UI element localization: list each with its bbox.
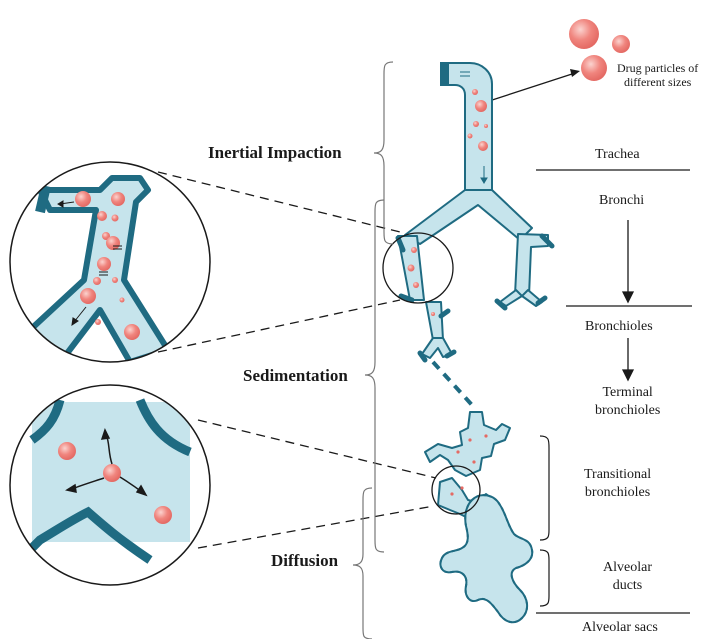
- label-inertial-impaction: Inertial Impaction: [208, 143, 342, 163]
- region-arrows: [623, 220, 633, 380]
- label-sedimentation: Sedimentation: [243, 366, 348, 386]
- airway-tree: [398, 62, 548, 358]
- drug-arrow: [486, 69, 580, 102]
- brace-sedimentation: [365, 200, 384, 552]
- brace-transitional: [540, 436, 549, 540]
- brace-alveolar-ducts: [540, 550, 549, 606]
- label-diffusion: Diffusion: [271, 551, 338, 571]
- label-terminal-bronchioles: Terminal bronchioles: [595, 384, 660, 419]
- zoom-circle-alveoli: [10, 385, 210, 585]
- label-alveolar-ducts: Alveolar ducts: [603, 559, 652, 594]
- label-bronchi: Bronchi: [599, 192, 644, 210]
- label-bronchioles: Bronchioles: [585, 318, 653, 336]
- zoom-circle-bronchi: [10, 162, 210, 362]
- airway-dashed-link: [433, 362, 472, 405]
- brace-diffusion: [353, 488, 372, 639]
- label-trachea: Trachea: [595, 146, 640, 164]
- label-drug-particles: Drug particles of different sizes: [617, 61, 698, 90]
- label-transitional-bronchioles: Transitional bronchioles: [584, 466, 651, 501]
- label-alveolar-sacs: Alveolar sacs: [582, 619, 658, 637]
- brace-inertial: [374, 62, 393, 244]
